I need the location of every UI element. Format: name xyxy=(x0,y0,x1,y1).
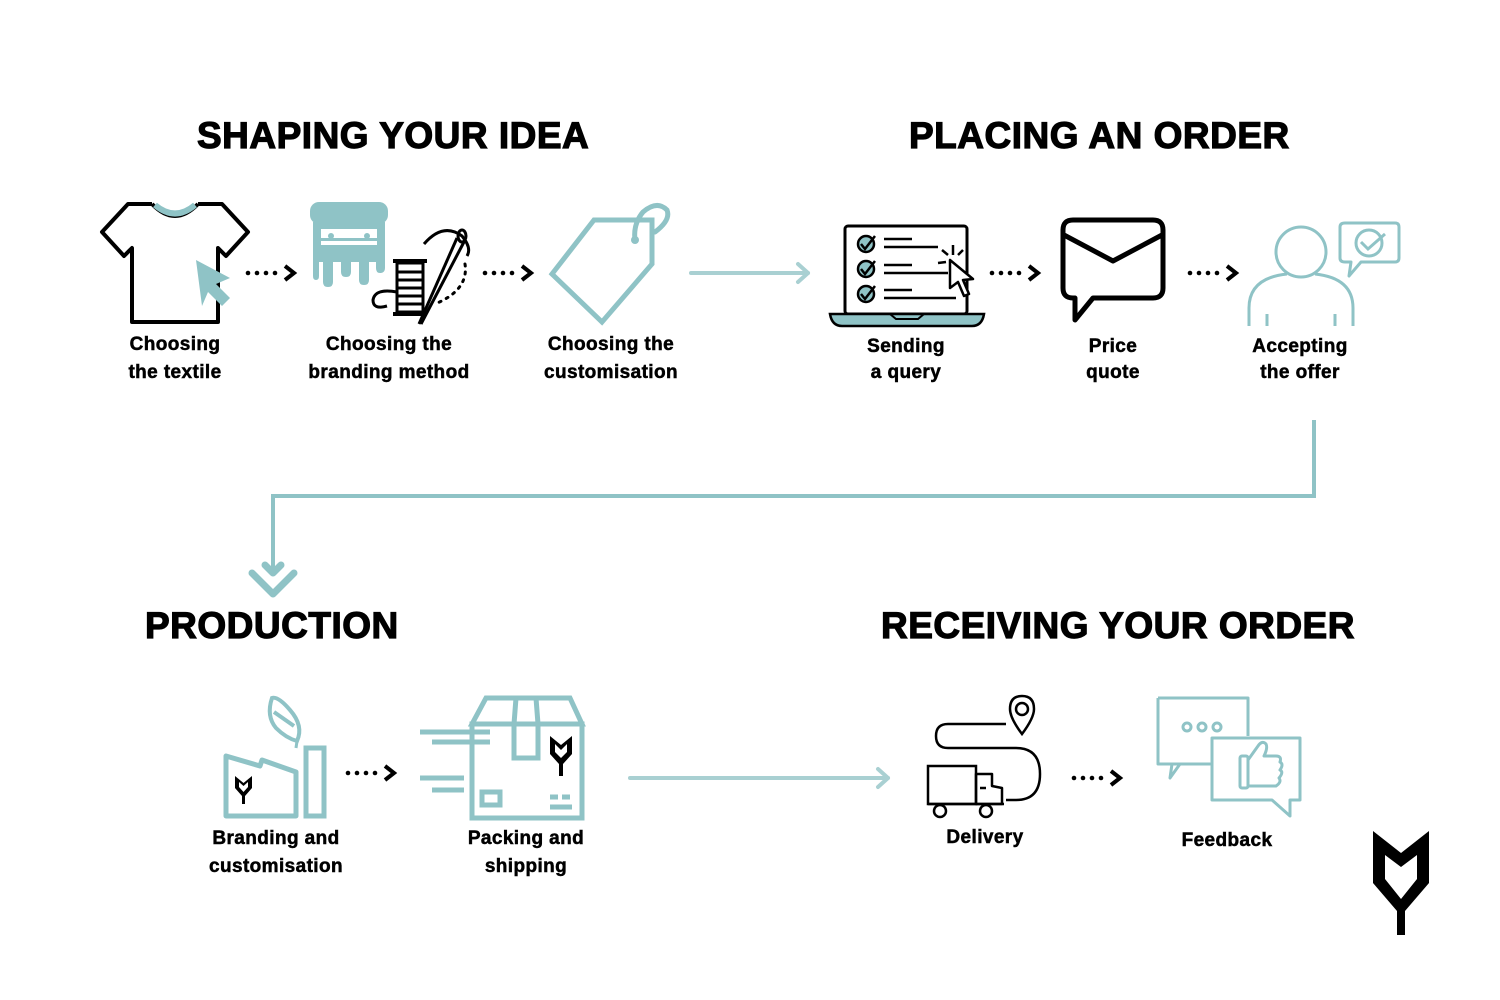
label-line: Packing and xyxy=(467,828,585,850)
dotted-arrow-icon xyxy=(1187,264,1240,282)
step-label-choosing-customisation: Choosing the customisation xyxy=(544,331,678,387)
label-line: Branding and xyxy=(212,828,340,850)
label-line: the offer xyxy=(1260,362,1340,384)
step-label-packing-shipping: Packing and shipping xyxy=(468,825,584,881)
screen-print-and-sewing-icon xyxy=(310,202,471,325)
label-line: branding method xyxy=(308,362,470,384)
label-line: Accepting xyxy=(1252,336,1348,358)
step-label-accepting-offer: Accepting the offer xyxy=(1252,334,1348,386)
dotted-arrow-icon xyxy=(482,264,535,282)
label-line: Delivery xyxy=(946,827,1024,849)
step-label-delivery: Delivery xyxy=(946,824,1023,852)
delivery-truck-route-icon xyxy=(926,694,1042,819)
step-label-branding-customisation: Branding and customisation xyxy=(209,825,343,881)
label-line: quote xyxy=(1086,362,1140,384)
label-line: shipping xyxy=(484,856,568,878)
double-chevron-down-icon xyxy=(248,561,298,598)
step-label-sending-query: Sending a query xyxy=(867,334,945,386)
dotted-arrow-icon xyxy=(989,264,1042,282)
dotted-arrow-icon xyxy=(245,264,298,282)
arrow-production-to-receiving xyxy=(628,767,890,789)
arrow-shaping-to-placing xyxy=(689,262,810,284)
feedback-bubbles-icon xyxy=(1156,696,1302,818)
label-line: Feedback xyxy=(1181,830,1273,852)
dotted-arrow-icon xyxy=(345,764,398,782)
section-title-receiving-your-order: RECEIVING YOUR ORDER xyxy=(880,604,1355,646)
t-shirt-cursor-icon xyxy=(100,202,250,324)
label-line: Choosing xyxy=(129,334,221,356)
shipping-box-icon xyxy=(420,695,586,821)
step-label-choosing-branding-method: Choosing the branding method xyxy=(308,331,469,387)
label-line: Price xyxy=(1088,336,1138,358)
label-line: the textile xyxy=(128,362,222,384)
step-label-price-quote: Price quote xyxy=(1086,334,1140,386)
label-line: customisation xyxy=(209,856,343,878)
arrow-placing-to-production xyxy=(271,420,1316,570)
envelope-message-icon xyxy=(1060,217,1166,323)
laptop-checklist-icon xyxy=(828,224,986,328)
brand-logo-icon xyxy=(1373,831,1429,935)
factory-leaf-icon xyxy=(223,695,327,819)
label-line: Choosing the xyxy=(547,334,675,356)
section-title-production: PRODUCTION xyxy=(144,604,399,646)
section-title-placing-an-order: PLACING AN ORDER xyxy=(908,114,1290,156)
label-line: a query xyxy=(870,362,942,384)
label-line: customisation xyxy=(544,362,678,384)
person-approval-icon xyxy=(1247,221,1401,326)
step-label-choosing-textile: Choosing the textile xyxy=(128,331,221,387)
dotted-arrow-icon xyxy=(1071,769,1124,787)
step-label-feedback: Feedback xyxy=(1181,827,1273,855)
label-line: Choosing the xyxy=(325,334,453,356)
section-title-shaping-your-idea: SHAPING YOUR IDEA xyxy=(196,114,590,156)
label-line: Sending xyxy=(867,336,945,358)
price-tag-icon xyxy=(548,203,671,326)
